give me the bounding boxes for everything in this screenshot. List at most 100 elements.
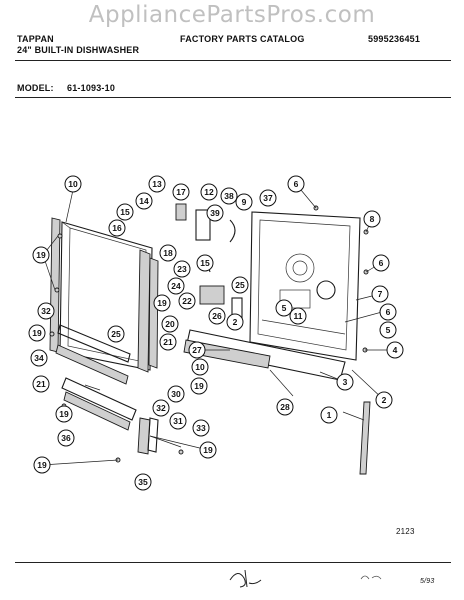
model-rule <box>15 97 451 98</box>
site-watermark: AppliancePartsPros.com <box>88 2 376 28</box>
svg-text:19: 19 <box>157 298 167 308</box>
callout-12: 12 <box>200 183 218 201</box>
callout-2: 2 <box>375 391 393 409</box>
callout-1: 1 <box>320 406 338 424</box>
svg-text:22: 22 <box>182 296 192 306</box>
svg-text:2: 2 <box>233 317 238 327</box>
svg-text:30: 30 <box>171 389 181 399</box>
svg-text:23: 23 <box>177 264 187 274</box>
svg-text:2: 2 <box>382 395 387 405</box>
svg-text:19: 19 <box>203 445 213 455</box>
brand-label: TAPPAN <box>17 34 54 44</box>
svg-text:12: 12 <box>204 187 214 197</box>
callout-23: 23 <box>173 260 191 278</box>
svg-text:21: 21 <box>36 379 46 389</box>
callout-15: 15 <box>116 203 134 221</box>
svg-text:26: 26 <box>212 311 222 321</box>
catalog-number: 5995236451 <box>368 34 421 44</box>
svg-text:10: 10 <box>195 362 205 372</box>
svg-text:25: 25 <box>235 280 245 290</box>
svg-text:19: 19 <box>59 409 69 419</box>
svg-text:34: 34 <box>34 353 44 363</box>
callout-18: 18 <box>159 244 177 262</box>
callout-32: 32 <box>37 302 55 320</box>
svg-text:36: 36 <box>61 433 71 443</box>
callout-21: 21 <box>159 333 177 351</box>
handwritten-signature <box>229 569 262 588</box>
svg-text:33: 33 <box>196 423 206 433</box>
callout-19: 19 <box>32 246 50 264</box>
callout-6: 6 <box>287 175 305 193</box>
footer-rule <box>15 562 451 563</box>
svg-text:5: 5 <box>386 325 391 335</box>
callout-15: 15 <box>196 254 214 272</box>
callout-33: 33 <box>192 419 210 437</box>
hinge-rod <box>359 401 371 475</box>
svg-text:4: 4 <box>393 345 398 355</box>
callout-17: 17 <box>172 183 190 201</box>
svg-text:16: 16 <box>112 223 122 233</box>
callout-19: 19 <box>28 324 46 342</box>
callout-5: 5 <box>379 321 397 339</box>
callout-19: 19 <box>33 456 51 474</box>
svg-text:1: 1 <box>327 410 332 420</box>
handwritten-mark <box>360 575 382 580</box>
callout-21: 21 <box>32 375 50 393</box>
svg-text:7: 7 <box>378 289 383 299</box>
callout-19: 19 <box>55 405 73 423</box>
svg-text:27: 27 <box>192 345 202 355</box>
svg-text:38: 38 <box>224 191 234 201</box>
svg-text:25: 25 <box>111 329 121 339</box>
svg-text:20: 20 <box>165 319 175 329</box>
side-trim-right <box>137 249 159 373</box>
callout-7: 7 <box>371 285 389 303</box>
revision-date: 5/93 <box>420 578 435 585</box>
callout-25: 25 <box>231 276 249 294</box>
callout-35: 35 <box>134 473 152 491</box>
svg-text:13: 13 <box>152 179 162 189</box>
svg-text:19: 19 <box>32 328 42 338</box>
callout-14: 14 <box>135 192 153 210</box>
svg-text:14: 14 <box>139 196 149 206</box>
svg-text:24: 24 <box>171 281 181 291</box>
svg-text:31: 31 <box>173 416 183 426</box>
callout-20: 20 <box>161 315 179 333</box>
svg-text:15: 15 <box>200 258 210 268</box>
svg-text:19: 19 <box>194 381 204 391</box>
callout-2: 2 <box>226 313 244 331</box>
svg-text:35: 35 <box>138 477 148 487</box>
product-label: 24" BUILT-IN DISHWASHER <box>17 45 140 55</box>
svg-text:6: 6 <box>386 307 391 317</box>
svg-text:11: 11 <box>294 311 303 321</box>
svg-text:28: 28 <box>280 402 290 412</box>
callout-28: 28 <box>276 398 294 416</box>
callout-9: 9 <box>235 193 253 211</box>
callout-22: 22 <box>178 292 196 310</box>
callout-4: 4 <box>386 341 404 359</box>
callout-36: 36 <box>57 429 75 447</box>
page-code: 2123 <box>396 527 415 536</box>
callout-19: 19 <box>199 441 217 459</box>
svg-text:10: 10 <box>68 179 78 189</box>
model-label: MODEL: <box>17 83 54 93</box>
callout-32: 32 <box>152 399 170 417</box>
door-outer-panel <box>249 211 361 361</box>
svg-text:17: 17 <box>176 187 186 197</box>
header-rule <box>15 60 451 61</box>
callout-8: 8 <box>363 210 381 228</box>
svg-text:15: 15 <box>120 207 130 217</box>
callout-24: 24 <box>167 277 185 295</box>
svg-text:3: 3 <box>343 377 348 387</box>
svg-text:32: 32 <box>41 306 51 316</box>
callout-6: 6 <box>372 254 390 272</box>
callout-10: 10 <box>191 358 209 376</box>
catalog-title: FACTORY PARTS CATALOG <box>180 34 305 44</box>
svg-text:6: 6 <box>294 179 299 189</box>
svg-text:18: 18 <box>163 248 173 258</box>
callout-30: 30 <box>167 385 185 403</box>
callout-5: 5 <box>275 299 293 317</box>
callout-19: 19 <box>153 294 171 312</box>
callout-13: 13 <box>148 175 166 193</box>
svg-text:19: 19 <box>37 460 47 470</box>
